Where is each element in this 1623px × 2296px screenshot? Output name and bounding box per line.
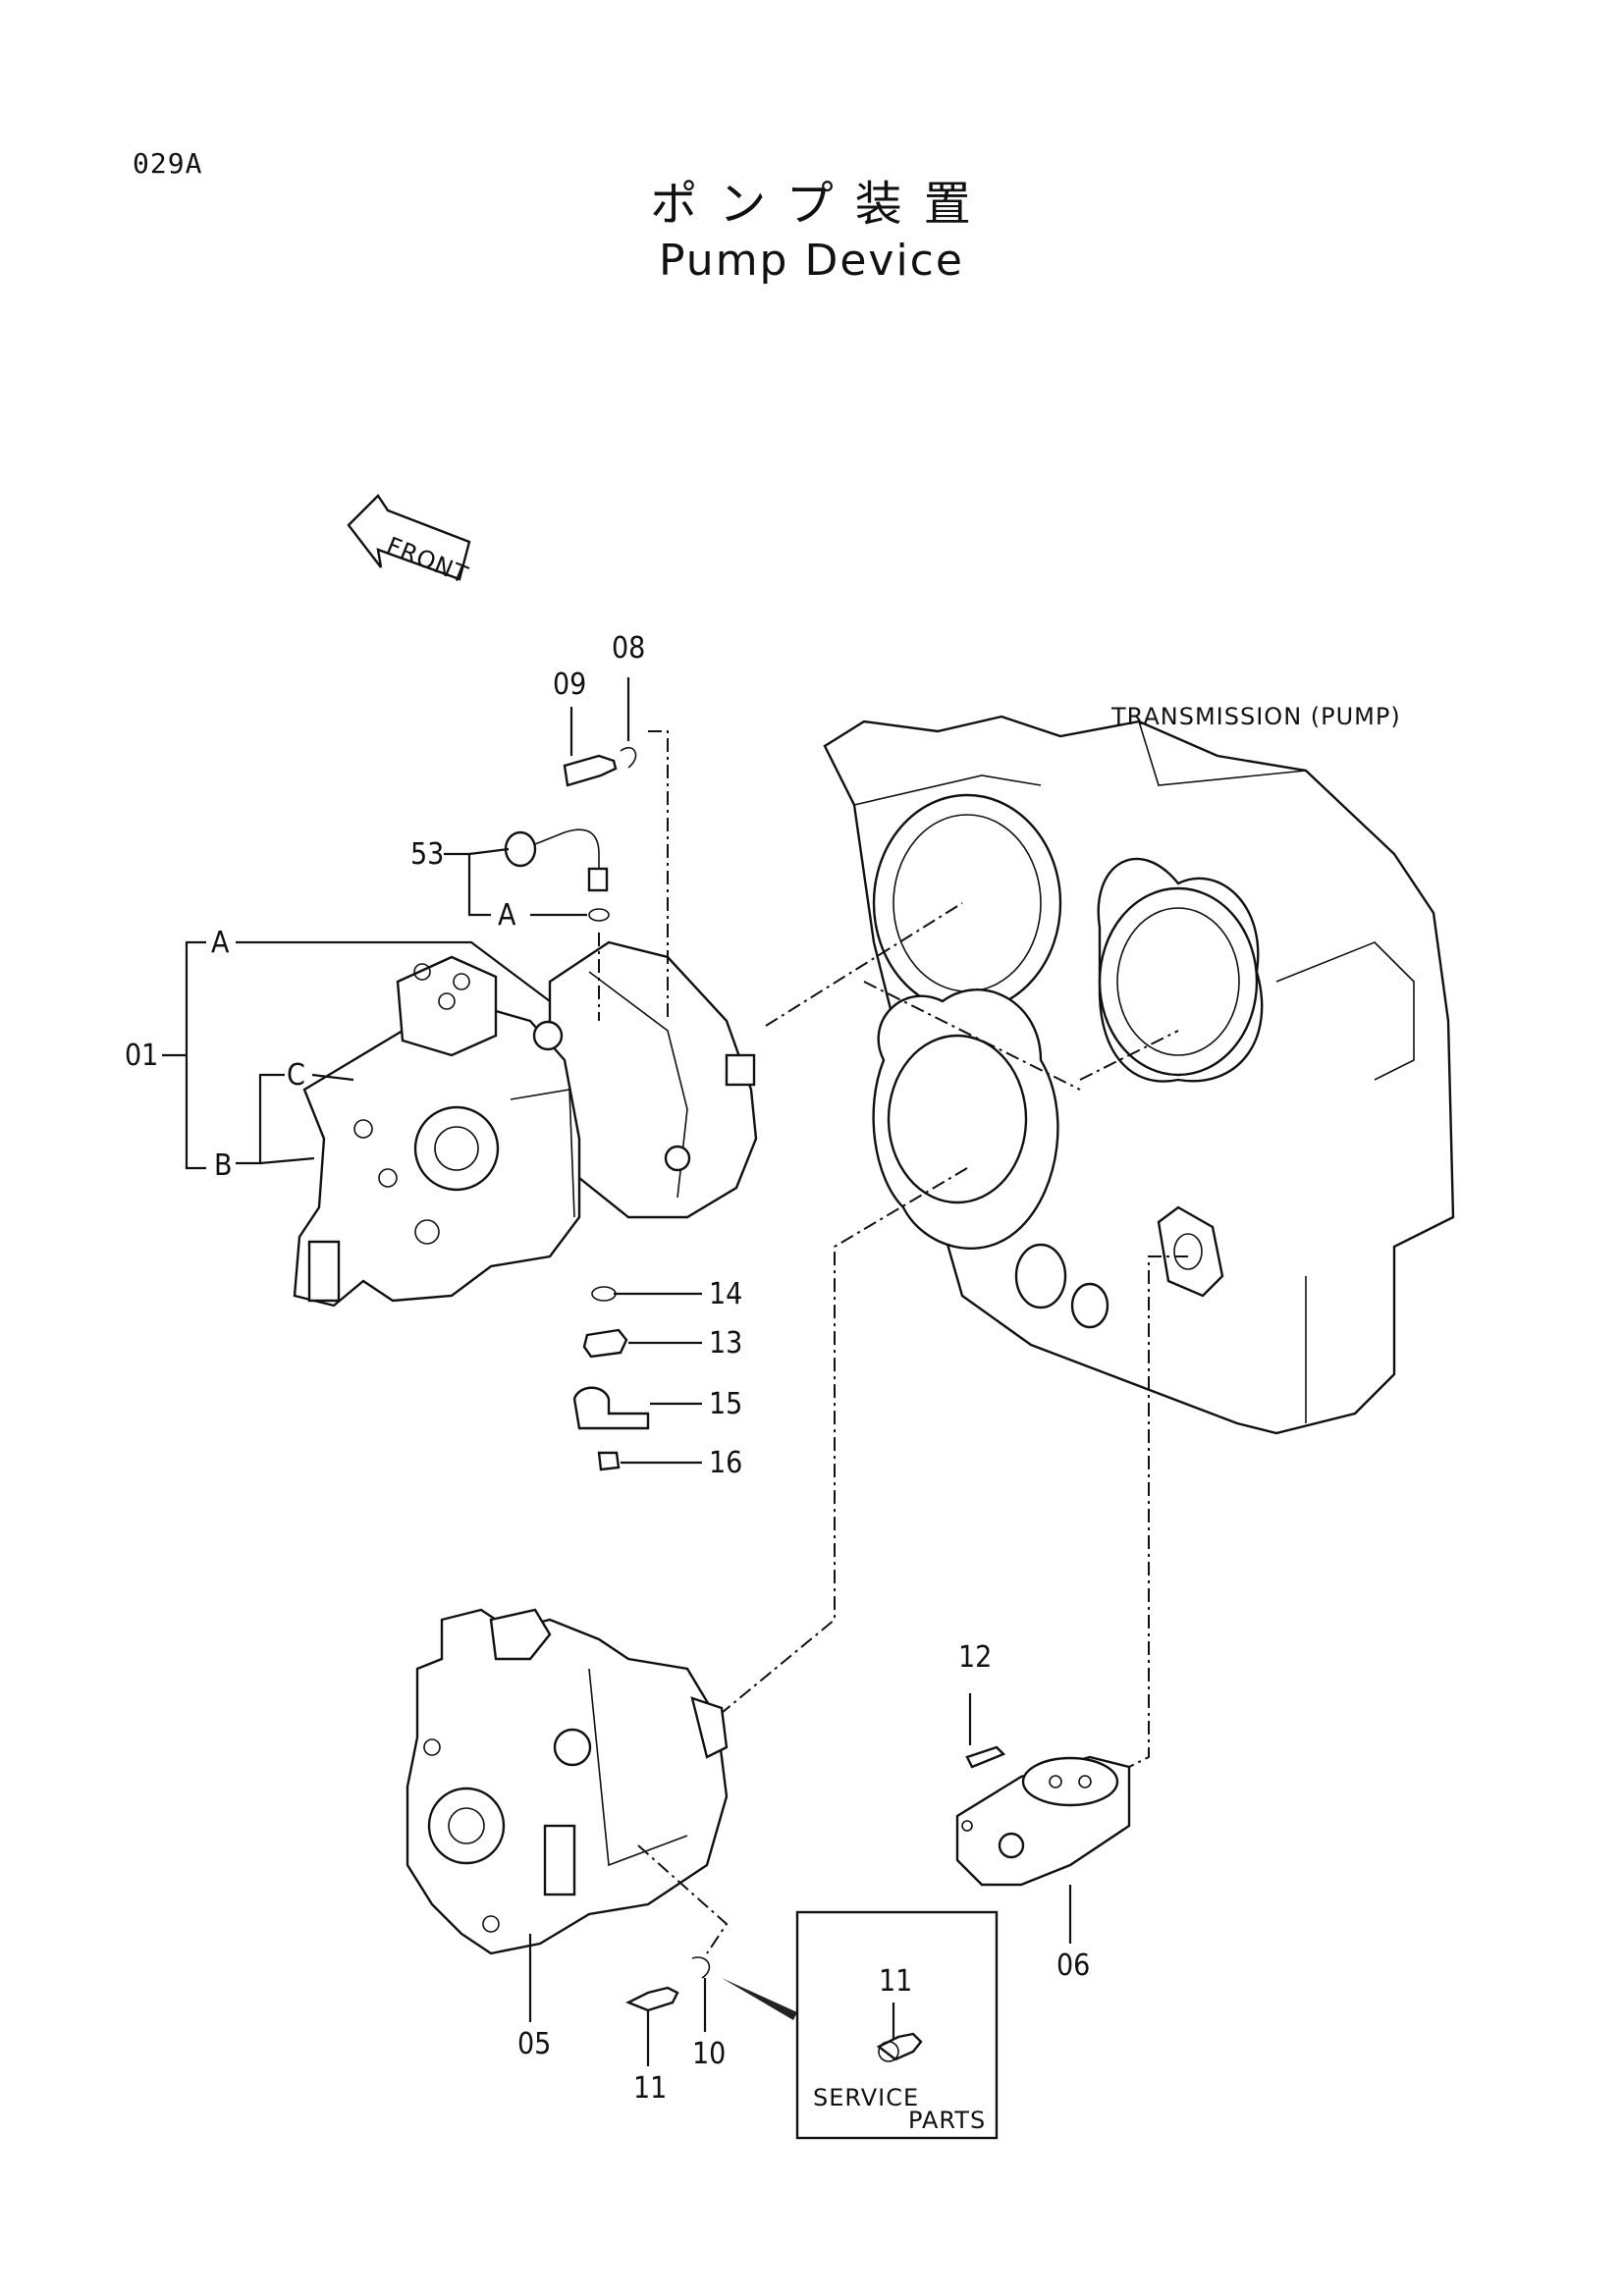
pump-05 bbox=[406, 1608, 729, 1955]
washer-08-icon bbox=[620, 746, 637, 769]
connection-lines bbox=[598, 730, 1188, 1954]
callout-06: 06 bbox=[1056, 1949, 1090, 1983]
bolt-12-icon bbox=[965, 1745, 1006, 1769]
leader-lines bbox=[162, 677, 1072, 2066]
callout-05: 05 bbox=[517, 2027, 551, 2061]
sensor-53-icon bbox=[504, 830, 537, 868]
o-ring-a-icon bbox=[588, 908, 610, 922]
small-parts bbox=[504, 746, 1006, 2012]
page-title-english: Pump Device bbox=[659, 236, 964, 286]
plug-13-icon bbox=[582, 1328, 628, 1359]
callout-b: B bbox=[214, 1148, 233, 1183]
service-parts-box: 11 SERVICE PARTS bbox=[795, 1910, 999, 2140]
main-pump-assembly bbox=[293, 940, 758, 1308]
page-code: 029A bbox=[133, 147, 203, 180]
callout-12: 12 bbox=[958, 1640, 992, 1675]
callout-labels: 08 09 53 A A 01 C B 14 13 15 16 12 05 06… bbox=[125, 631, 1090, 2106]
callout-09: 09 bbox=[553, 667, 586, 702]
service-parts-number: 11 bbox=[879, 1964, 912, 1999]
callout-10: 10 bbox=[692, 2037, 726, 2071]
plug-16-icon bbox=[597, 1451, 621, 1471]
service-label-line1: SERVICE bbox=[813, 2084, 919, 2111]
service-bolt-icon bbox=[876, 2032, 923, 2061]
callout-53: 53 bbox=[410, 837, 444, 872]
service-label-line2: PARTS bbox=[908, 2107, 986, 2134]
bolt-11-icon bbox=[625, 1986, 679, 2012]
callout-01: 01 bbox=[125, 1039, 158, 1073]
transmission-label: TRANSMISSION (PUMP) bbox=[1110, 703, 1401, 730]
callout-c: C bbox=[287, 1058, 305, 1093]
washer-10-icon bbox=[691, 1956, 711, 1979]
transmission-housing: TRANSMISSION (PUMP) bbox=[823, 703, 1455, 1435]
page-title-japanese: ポンプ装置 bbox=[650, 177, 993, 232]
valve-06 bbox=[955, 1755, 1131, 1887]
fitting-15-icon bbox=[572, 1386, 650, 1430]
o-ring-14-icon bbox=[591, 1286, 617, 1302]
callout-16: 16 bbox=[709, 1446, 742, 1480]
callout-14: 14 bbox=[709, 1277, 742, 1311]
callout-a-sensor: A bbox=[498, 898, 516, 933]
callout-11: 11 bbox=[633, 2071, 667, 2106]
bolt-09-icon bbox=[563, 754, 618, 787]
callout-13: 13 bbox=[709, 1326, 742, 1361]
callout-08: 08 bbox=[612, 631, 645, 666]
callout-15: 15 bbox=[709, 1387, 742, 1421]
callout-a-pump: A bbox=[211, 926, 230, 960]
front-arrow-icon: FRONT bbox=[347, 494, 472, 589]
